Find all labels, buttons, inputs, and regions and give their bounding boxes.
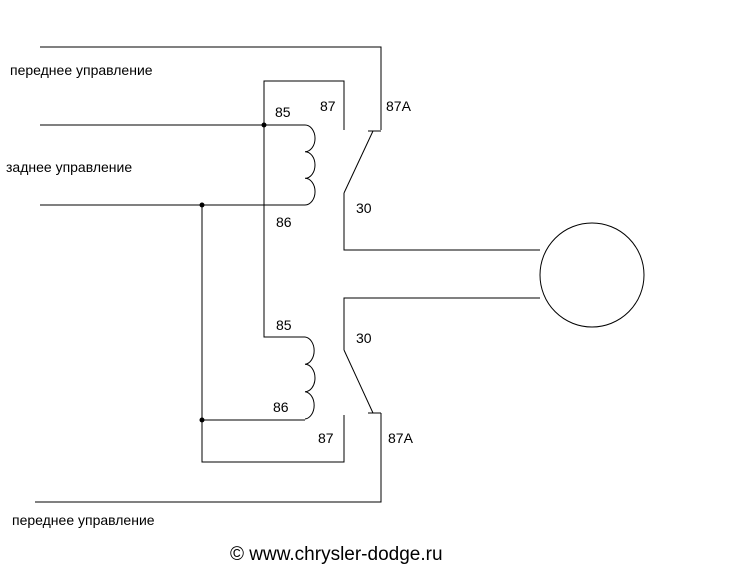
relay-top-pin-87a: 87A [386, 98, 412, 114]
front-control-wire-top [40, 46, 382, 130]
relay-top-pin-85: 85 [275, 104, 291, 120]
relay-top-pin-87: 87 [320, 98, 336, 114]
relay-top-pin-30: 30 [356, 200, 372, 216]
bus-86 [201, 205, 305, 421]
junction-dot-86-bottom [199, 417, 205, 423]
relay-bottom-30-wire [343, 297, 540, 350]
copyright-link[interactable]: © www.chrysler-dodge.ru [230, 544, 443, 565]
front-control-label-bottom: переднее управление [12, 512, 155, 528]
relay-bottom-pin-86: 86 [273, 399, 289, 415]
relay-bottom-pin-87: 87 [318, 430, 334, 446]
relay-bottom-pin-87a: 87A [388, 430, 414, 446]
relay-bottom-pin-85: 85 [276, 317, 292, 333]
front-control-wire-bottom [35, 413, 382, 503]
bus-85 [263, 125, 305, 338]
bus-87-bottom [201, 415, 345, 463]
junction-dot-85 [261, 122, 267, 128]
relay-bottom-coil [304, 336, 316, 420]
relay-top-30-wire [343, 193, 540, 251]
front-control-label-top: переднее управление [10, 62, 153, 78]
motor-symbol [539, 222, 645, 328]
relay-top-pin-86: 86 [276, 214, 292, 230]
relay-top-87-contact [263, 80, 345, 130]
relay-bottom-switch-arm [343, 349, 374, 414]
relay-top-coil [304, 124, 316, 206]
relay-bottom-pin-30: 30 [356, 330, 372, 346]
junction-dot-86-top [199, 202, 205, 208]
relay-top-switch-arm [343, 130, 374, 194]
rear-control-label: заднее управление [6, 159, 132, 175]
